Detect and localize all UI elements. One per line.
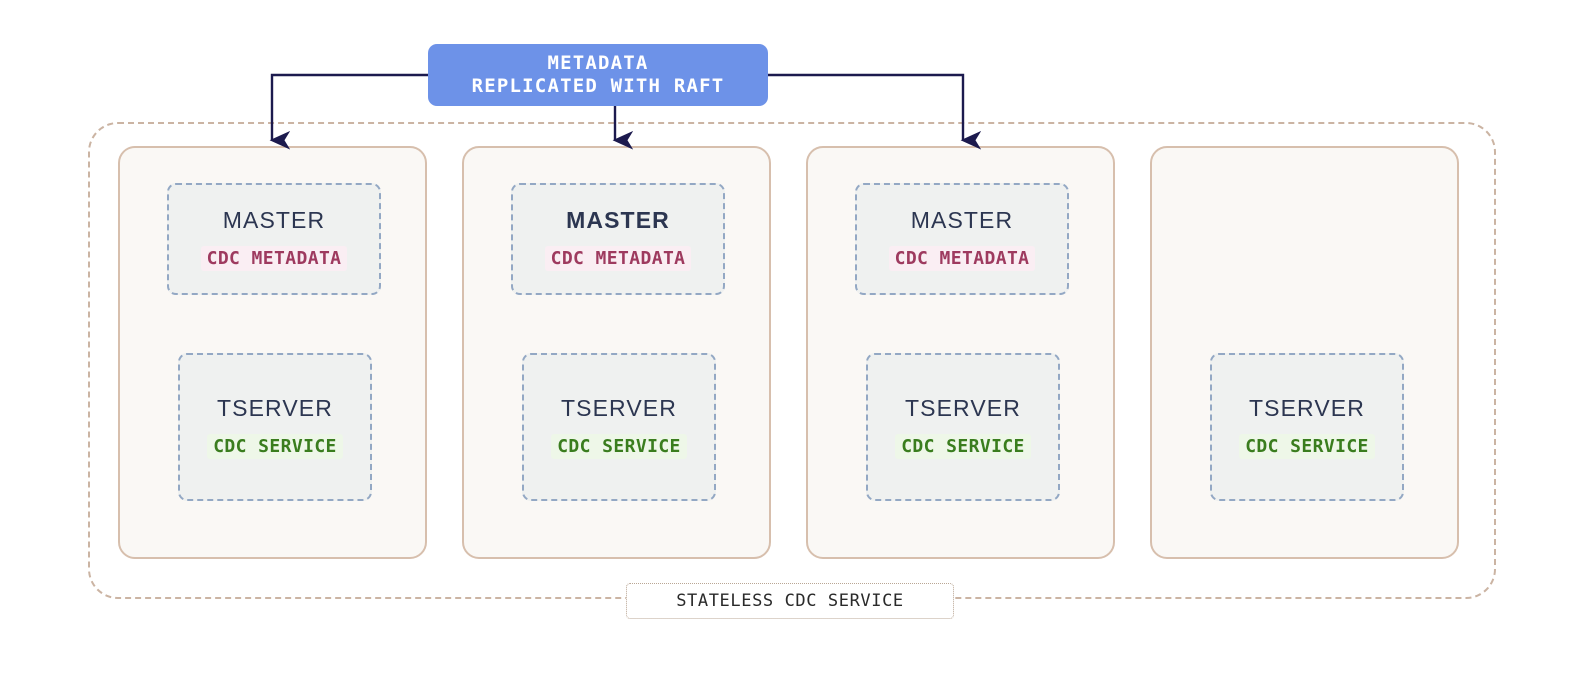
cluster-caption: STATELESS CDC SERVICE	[626, 583, 954, 619]
cluster-caption-label: STATELESS CDC SERVICE	[676, 591, 904, 611]
cdc-service-tag: CDC SERVICE	[551, 434, 687, 459]
master-title: MASTER	[566, 207, 670, 233]
node-card[interactable]: MASTER CDC METADATA TSERVER CDC SERVICE	[118, 146, 427, 559]
node-card[interactable]: MASTER CDC METADATA TSERVER CDC SERVICE	[462, 146, 771, 559]
master-component[interactable]: MASTER CDC METADATA	[855, 183, 1069, 295]
tserver-component[interactable]: TSERVER CDC SERVICE	[178, 353, 372, 501]
metadata-raft-banner: METADATA REPLICATED WITH RAFT	[428, 44, 768, 106]
tserver-component[interactable]: TSERVER CDC SERVICE	[1210, 353, 1404, 501]
master-title: MASTER	[222, 207, 326, 233]
tserver-title: TSERVER	[217, 395, 333, 421]
metadata-banner-line-2: REPLICATED WITH RAFT	[471, 75, 725, 97]
cdc-service-tag: CDC SERVICE	[207, 434, 343, 459]
tserver-title: TSERVER	[561, 395, 677, 421]
node-card[interactable]: TSERVER CDC SERVICE	[1150, 146, 1459, 559]
node-card[interactable]: MASTER CDC METADATA TSERVER CDC SERVICE	[806, 146, 1115, 559]
cdc-metadata-tag: CDC METADATA	[200, 246, 348, 271]
cdc-metadata-tag: CDC METADATA	[544, 246, 692, 271]
master-title: MASTER	[910, 207, 1014, 233]
tserver-title: TSERVER	[1249, 395, 1365, 421]
tserver-component[interactable]: TSERVER CDC SERVICE	[522, 353, 716, 501]
tserver-title: TSERVER	[905, 395, 1021, 421]
master-component[interactable]: MASTER CDC METADATA	[511, 183, 725, 295]
cdc-metadata-tag: CDC METADATA	[888, 246, 1036, 271]
tserver-component[interactable]: TSERVER CDC SERVICE	[866, 353, 1060, 501]
metadata-banner-line-1: METADATA	[547, 51, 649, 74]
cdc-service-tag: CDC SERVICE	[1239, 434, 1375, 459]
master-component[interactable]: MASTER CDC METADATA	[167, 183, 381, 295]
cdc-service-tag: CDC SERVICE	[895, 434, 1031, 459]
